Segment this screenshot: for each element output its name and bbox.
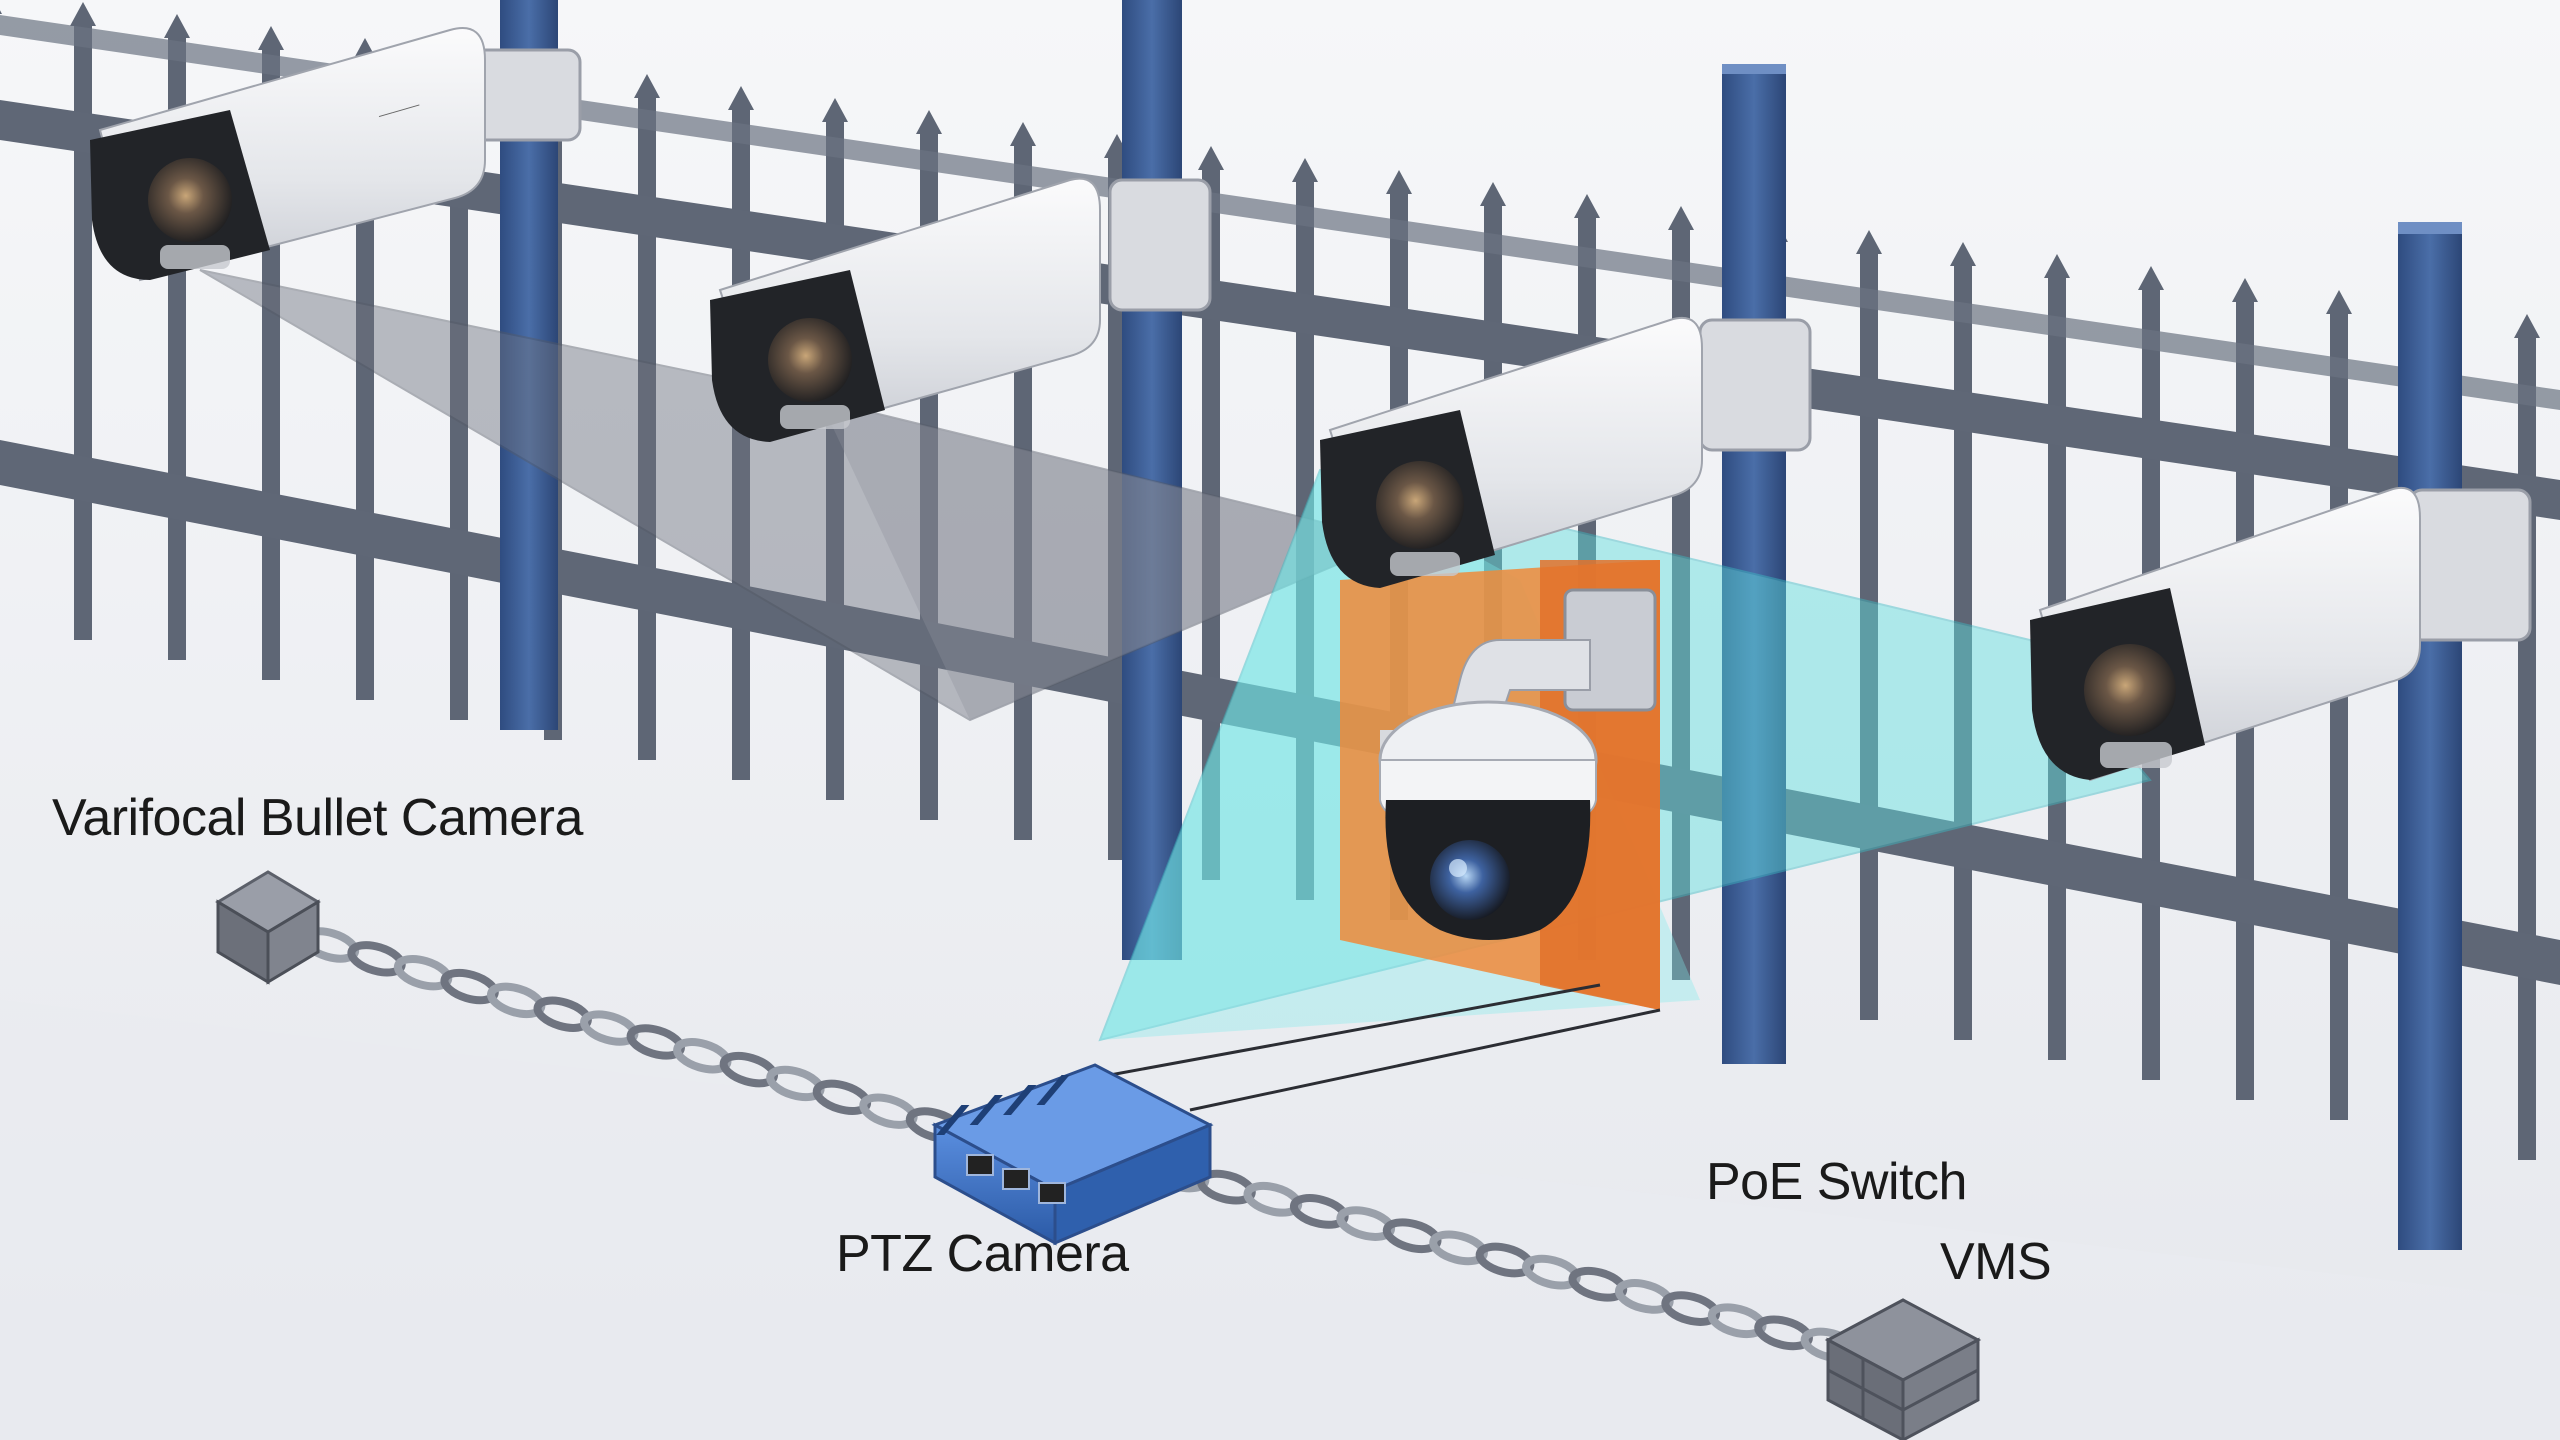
bullet-camera-icon: [2030, 487, 2532, 782]
fence-post: [1122, 0, 1182, 960]
server-cube-icon: [1824, 1298, 1982, 1440]
dome-ptz-camera-icon: [1378, 700, 1598, 940]
chain-link-icon: [1475, 1242, 1535, 1278]
bullet-coverage-zone-overlap: [820, 400, 1395, 720]
fence-rail-upper: [0, 15, 2560, 410]
chain-link-icon: [1522, 1254, 1581, 1290]
fence-rail-middle: [0, 440, 2560, 985]
bullet-camera-icon: [1320, 317, 1812, 588]
fence-post-cap: [1722, 64, 1786, 74]
chain-link-icon: [1754, 1315, 1813, 1351]
chain-link-icon: [1336, 1206, 1396, 1241]
label-varifocal-bullet-camera: Varifocal Bullet Camera: [52, 789, 583, 847]
bullet-camera-icon: [710, 177, 1212, 442]
label-vms: VMS: [1940, 1233, 2052, 1291]
chain-link-icon: [1243, 1181, 1303, 1217]
chain-link-icon: [1661, 1291, 1721, 1326]
label-poe-switch: PoE Switch: [1706, 1153, 1967, 1211]
chain-link-icon: [1568, 1266, 1628, 1302]
chain-link-icon: [1707, 1303, 1767, 1339]
network-lines: [1109, 983, 1661, 1112]
chain-link-icon: [1614, 1279, 1674, 1314]
chain-link-icon: [1382, 1218, 1442, 1254]
fence-posts: [500, 0, 2462, 1250]
network-switch-icon: [931, 1063, 1214, 1246]
bullet-cameras: ———: [90, 27, 2532, 782]
fence-post-cap: [2398, 222, 2462, 234]
cube-icon: [215, 870, 321, 985]
fence-rail-top: [0, 100, 2560, 520]
fence-picket: [0, 10, 2, 14]
fence-post: [1722, 64, 1786, 1064]
fence: [0, 0, 2560, 1250]
label-ptz-camera: PTZ Camera: [836, 1225, 1129, 1283]
bullet-camera-icon: ———: [90, 27, 582, 282]
chain-link-icon: [1289, 1194, 1349, 1229]
chain-link-icon: [1429, 1230, 1488, 1266]
fence-post: [2398, 222, 2462, 1250]
chain-cables: [300, 927, 1860, 1363]
